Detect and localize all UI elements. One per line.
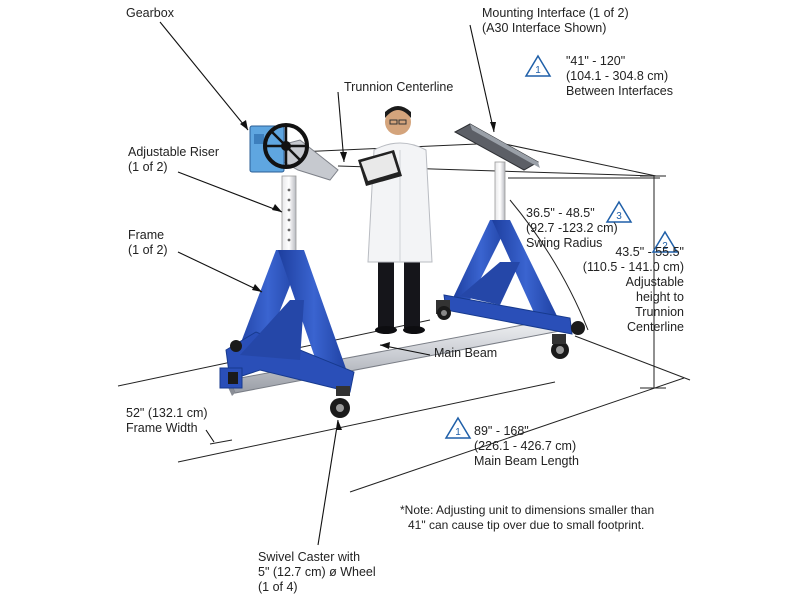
svg-text:2: 2 (662, 241, 668, 252)
marker-2-height: 2 (651, 230, 679, 253)
leader-lines (159, 21, 495, 546)
svg-text:1: 1 (535, 65, 541, 76)
between-interfaces-dimension: "41" - 120" (104.1 - 304.8 cm) Between I… (566, 54, 674, 98)
swivel-caster-label: Swivel Caster with 5" (12.7 cm) ø Wheel … (258, 550, 376, 594)
frame-right (436, 161, 585, 359)
tip-over-note: *Note: Adjusting unit to dimensions smal… (400, 503, 655, 532)
technician-figure (358, 106, 433, 334)
mounting-interface-label: Mounting Interface (1 of 2) (A30 Interfa… (482, 6, 629, 35)
swing-radius-dimension: 36.5" - 48.5" (92.7 -123.2 cm) Swing Rad… (526, 206, 618, 250)
frame-label: Frame (1 of 2) (128, 228, 168, 257)
marker-1-interfaces: 1 (524, 54, 552, 77)
gearbox (249, 123, 339, 181)
main-beam-label: Main Beam (434, 346, 498, 360)
main-beam-length-dimension: 89" - 168" (226.1 - 426.7 cm) Main Beam … (474, 424, 579, 468)
marker-3-swing: 3 (605, 200, 633, 223)
trunnion-height-dimension: 43.5" - 55.5" (110.5 - 141.0 cm) Adjusta… (582, 245, 684, 334)
svg-text:1: 1 (455, 427, 461, 438)
gearbox-label: Gearbox (126, 6, 174, 20)
marker-1-beam: 1 (444, 416, 472, 439)
leader-arrowheads (240, 120, 496, 430)
svg-text:3: 3 (616, 211, 622, 222)
frame-left (219, 175, 355, 418)
mounting-interface (453, 123, 540, 171)
frame-width-dimension: 52" (132.1 cm) Frame Width (126, 406, 208, 435)
adjustable-riser-label: Adjustable Riser (1 of 2) (128, 145, 220, 174)
trunnion-centerline-label: Trunnion Centerline (344, 80, 454, 94)
